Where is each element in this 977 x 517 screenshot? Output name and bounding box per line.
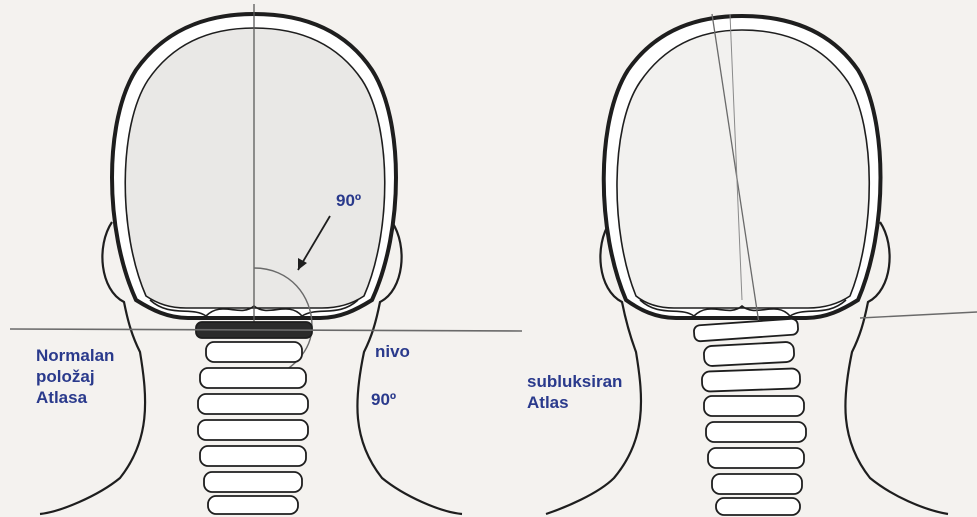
left-vertebra [200, 446, 306, 466]
right-vertebra [704, 396, 804, 416]
left-vertebra [208, 496, 298, 514]
right-cervical-spine [694, 318, 806, 515]
left-cervical-spine [196, 322, 312, 514]
right-atlas-vertebra [694, 318, 799, 341]
subluxated-atlas-label-line1: subluksiran [527, 371, 622, 392]
normal-atlas-label-line1: Normalan [36, 345, 114, 366]
right-level-line [860, 312, 977, 318]
right-vertebra [716, 498, 800, 515]
right-vertebra [706, 422, 806, 442]
right-vertebra [702, 368, 801, 391]
left-vertebra [198, 420, 308, 440]
left-vertebra [204, 472, 302, 492]
left-skull-inner [125, 28, 385, 308]
right-vertebra [708, 448, 804, 468]
normal-atlas-label-line2: položaj [36, 366, 114, 387]
angle-label-top: 90º [336, 190, 361, 211]
angle-label-bottom: 90º [371, 389, 396, 410]
left-figure-normal-atlas [10, 4, 522, 514]
right-vertebra [704, 342, 795, 367]
subluxated-atlas-label: subluksiran Atlas [527, 371, 622, 413]
right-figure-subluxated-atlas [546, 14, 977, 515]
level-label: nivo [375, 341, 410, 362]
left-vertebra [206, 342, 302, 362]
right-vertebra [712, 474, 802, 494]
normal-atlas-label: Normalan položaj Atlasa [36, 345, 114, 408]
right-skull-inner [617, 30, 869, 308]
left-level-line [10, 329, 522, 331]
subluxated-atlas-label-line2: Atlas [527, 392, 622, 413]
left-vertebra [200, 368, 306, 388]
left-vertebra [198, 394, 308, 414]
normal-atlas-label-line3: Atlasa [36, 387, 114, 408]
